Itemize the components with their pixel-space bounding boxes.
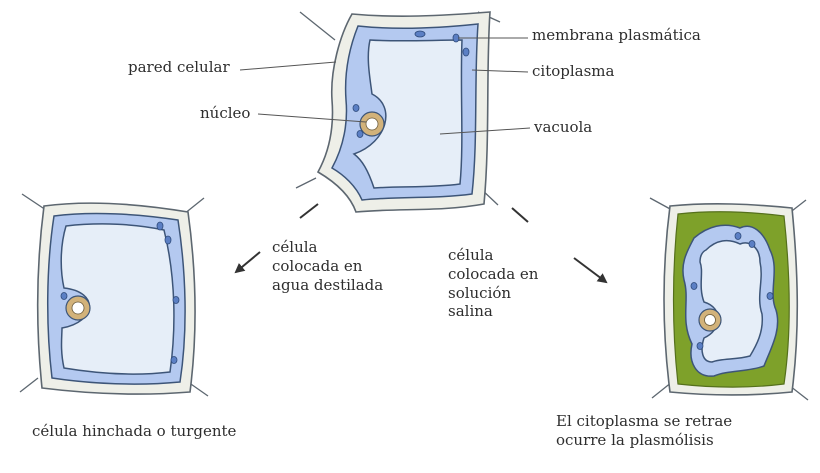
condition-line: célula: [272, 238, 383, 257]
result-plasmolysis: El citoplasma se retrae ocurre la plasmó…: [556, 412, 732, 450]
label-cell-wall: pared celular: [128, 58, 230, 77]
condition-distilled-water: célula colocada en agua destilada: [272, 238, 383, 294]
result-line: ocurre la plasmólisis: [556, 431, 732, 450]
condition-saline-solution: célula colocada en solución salina: [448, 246, 538, 321]
result-turgid: célula hinchada o turgente: [32, 422, 236, 441]
label-cytoplasm: citoplasma: [532, 62, 614, 81]
normal-cell: [296, 12, 500, 212]
result-line: El citoplasma se retrae: [556, 412, 732, 431]
arrow-to-turgid-upper: [300, 204, 318, 218]
vacuole: [700, 241, 762, 362]
label-nucleus: núcleo: [200, 104, 250, 123]
label-plasma-membrane: membrana plasmática: [532, 26, 701, 45]
condition-line: solución: [448, 284, 538, 303]
nucleus: [360, 112, 384, 136]
arrow-to-turgid: [236, 252, 260, 272]
plasmolysed-cell: [650, 198, 808, 400]
turgid-cell: [20, 194, 208, 396]
arrow-to-plasmolysis-upper: [512, 208, 528, 222]
condition-line: célula: [448, 246, 538, 265]
condition-line: salina: [448, 302, 538, 321]
condition-line: colocada en: [272, 257, 383, 276]
condition-line: colocada en: [448, 265, 538, 284]
condition-line: agua destilada: [272, 276, 383, 295]
arrow-to-plasmolysis: [574, 258, 606, 282]
label-vacuole: vacuola: [534, 118, 592, 137]
nucleus: [66, 296, 90, 320]
nucleus: [699, 309, 721, 331]
